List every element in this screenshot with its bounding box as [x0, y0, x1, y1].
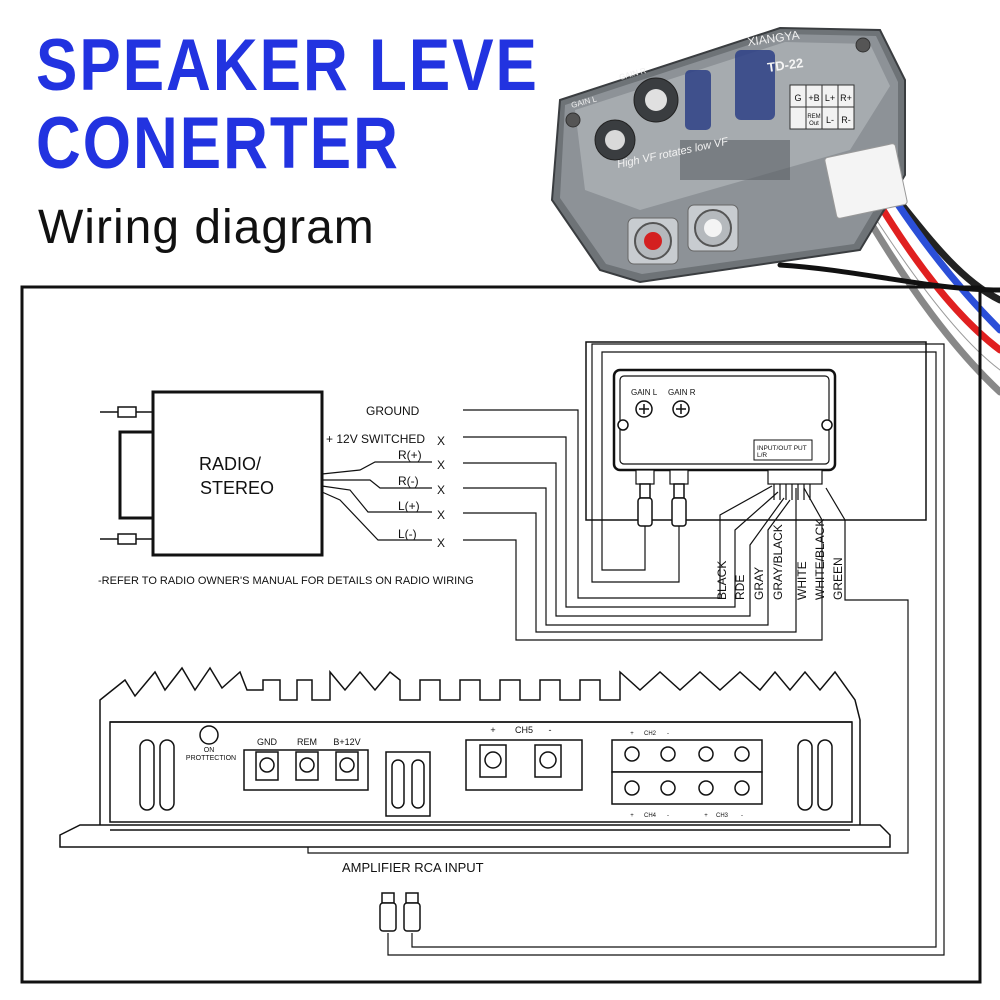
- radio-label-line2: STEREO: [200, 478, 274, 498]
- terminal-label: Out: [809, 121, 819, 127]
- terminal-rem-label: REM: [297, 737, 317, 747]
- wire-color-white-black: WHITE/BLACK: [813, 519, 827, 600]
- converter-io-label-line2: L/R: [757, 452, 767, 459]
- wire-color-white: WHITE: [795, 561, 809, 600]
- ch2-plus: +: [630, 731, 634, 737]
- ch3-minus: -: [741, 813, 743, 819]
- wire-label-r-plus: R(+): [398, 448, 422, 462]
- wire-mark-12v: X: [437, 434, 445, 448]
- terminal-gnd-label: GND: [257, 737, 278, 747]
- protection-label-line2: PROTTECTION: [186, 755, 236, 762]
- wire-label-l-plus: L(+): [398, 499, 420, 513]
- subtitle: Wiring diagram: [38, 201, 375, 254]
- wire-label-l-minus: L(-): [398, 527, 417, 541]
- wire-label-r-minus: R(-): [398, 474, 419, 488]
- terminal-label: REM: [807, 114, 820, 120]
- terminal-b12v-label: B+12V: [333, 737, 360, 747]
- product-photo: G +B L+ R+ REM Out L- R- XIANGYA TD-22 G…: [550, 26, 1000, 396]
- ch2-minus: -: [667, 731, 669, 737]
- terminal-label: R-: [841, 115, 851, 125]
- rca-input-label: AMPLIFIER RCA INPUT: [342, 860, 484, 875]
- terminal-label: +B: [808, 93, 819, 103]
- wire-mark-l-plus: X: [437, 508, 445, 522]
- radio-label-line1: RADIO/: [199, 454, 261, 474]
- terminal-label: R+: [840, 93, 852, 103]
- terminal-label: L-: [826, 115, 834, 125]
- ch2-label: CH2: [644, 731, 657, 737]
- title-line-1: SPEAKER LEVE: [36, 25, 539, 107]
- wire-label-12v-switched: + 12V SWITCHED: [326, 432, 425, 446]
- ch5-label: CH5: [515, 725, 533, 735]
- wire-mark-r-plus: X: [437, 458, 445, 472]
- wire-color-gray: GRAY: [752, 567, 766, 600]
- protection-label-line1: ON: [204, 747, 215, 754]
- radio-note: -REFER TO RADIO OWNER'S MANUAL FOR DETAI…: [98, 575, 474, 587]
- converter-io-label-line1: INPUT/OUT PUT: [757, 445, 807, 452]
- model-label: TD-22: [766, 55, 804, 75]
- ch4-minus: -: [667, 813, 669, 819]
- wire-mark-l-minus: X: [437, 536, 445, 550]
- ch3-label: CH3: [716, 813, 729, 819]
- gain-l-knob: [635, 400, 653, 418]
- ch5-minus: -: [549, 725, 552, 735]
- title-line-2: CONERTER: [36, 103, 400, 185]
- wire-color-black: BLACK: [715, 561, 729, 600]
- wire-color-rde: RDE: [733, 575, 747, 600]
- ch4-plus: +: [630, 813, 634, 819]
- wire-color-green: GREEN: [831, 557, 845, 600]
- gain-r-knob: [672, 400, 690, 418]
- terminal-label: L+: [825, 93, 835, 103]
- terminal-label: G: [794, 93, 801, 103]
- wire-label-ground: GROUND: [366, 404, 420, 418]
- wire-mark-r-minus: X: [437, 483, 445, 497]
- wire-color-gray-black: GRAY/BLACK: [771, 524, 785, 600]
- rca-input-plugs: [379, 892, 421, 932]
- amplifier: [59, 666, 891, 848]
- ch4-label: CH4: [644, 813, 657, 819]
- ch3-plus: +: [704, 813, 708, 819]
- radio-unit: RADIO/ STEREO: [100, 390, 324, 557]
- ch5-plus: +: [490, 725, 495, 735]
